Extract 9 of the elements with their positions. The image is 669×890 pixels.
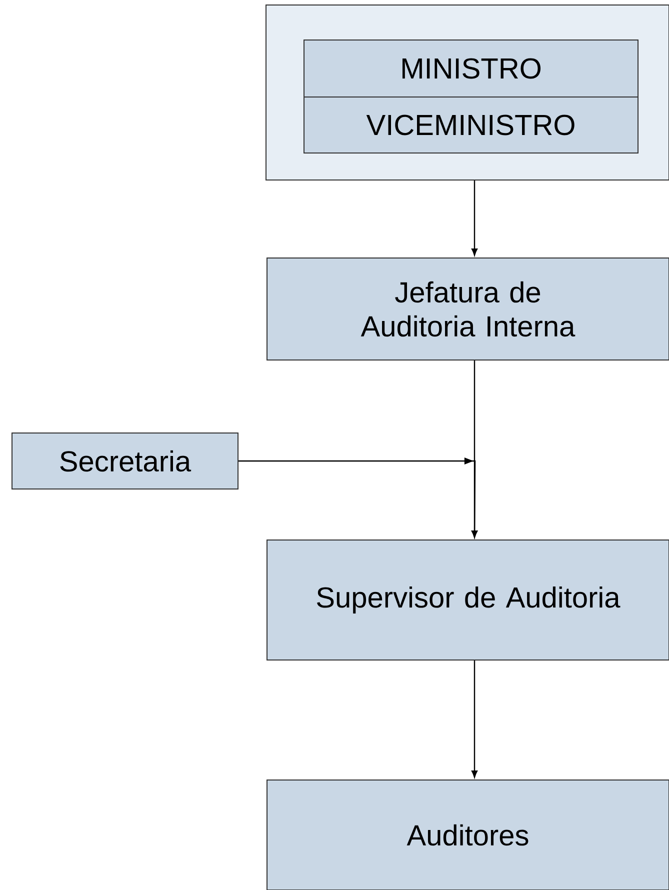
position-box: Secretaria <box>12 432 238 490</box>
arrow <box>471 180 478 256</box>
arrow <box>471 660 478 778</box>
position-box: Supervisor de Auditoria <box>266 540 669 660</box>
arrow <box>238 458 478 538</box>
position-box: VICEMINISTRO <box>304 96 638 154</box>
position-box: Auditores <box>266 780 669 890</box>
position-box: Jefatura de Auditoria Interna <box>266 258 669 360</box>
position-box: MINISTRO <box>304 39 638 98</box>
